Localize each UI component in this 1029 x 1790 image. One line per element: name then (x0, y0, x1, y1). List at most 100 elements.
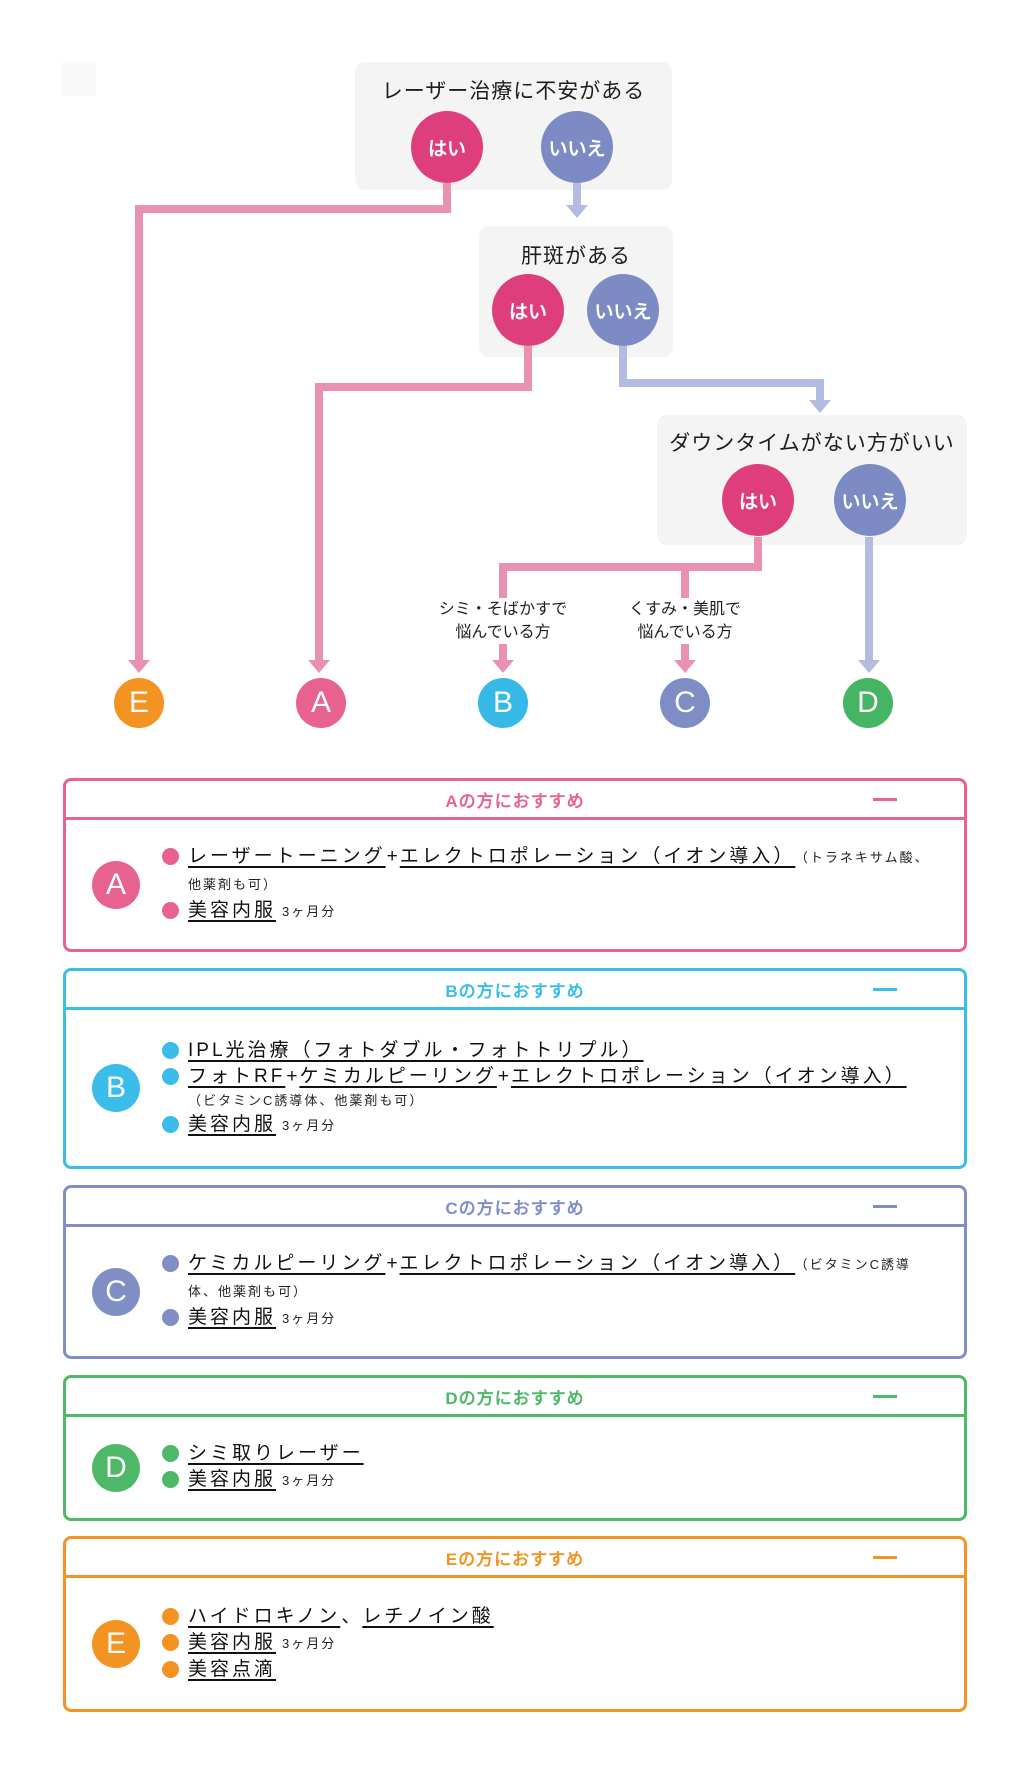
branch-label-line: シミ・そばかすで (418, 598, 588, 621)
note-text: 3ヶ月分 (282, 1117, 337, 1133)
recommendation-item: レーザートーニング+エレクトロポレーション（イオン導入）（トラネキサム酸、他薬剤… (162, 844, 940, 898)
recommendation-item: 美容内服 3ヶ月分 (162, 1630, 940, 1657)
recommendation-item: 美容点滴 (162, 1657, 940, 1683)
bullet-dot-icon (162, 1115, 179, 1133)
treatment-link[interactable]: IPL光治療（フォトダブル・フォトトリプル） (188, 1039, 644, 1061)
q1-no-button[interactable]: いいえ (541, 111, 613, 183)
minus-icon[interactable] (873, 1556, 897, 1559)
card-body: A レーザートーニング+エレクトロポレーション（イオン導入）（トラネキサム酸、他… (66, 820, 964, 949)
image-placeholder (62, 62, 96, 96)
q2-no-button[interactable]: いいえ (587, 274, 659, 346)
treatment-link[interactable]: フォトRF (188, 1065, 286, 1087)
note-text: 3ヶ月分 (282, 904, 337, 919)
treatment-link[interactable]: ケミカルピーリング (299, 1065, 497, 1087)
card-title: Eの方におすすめ (445, 1549, 585, 1569)
branch-label-line: 悩んでいる方 (418, 621, 588, 644)
question-box-no-downtime: ダウンタイムがない方がいい (657, 415, 967, 545)
arrow-head-to-q2 (566, 205, 588, 218)
recommendation-item: IPL光治療（フォトダブル・フォトトリプル） (162, 1038, 940, 1064)
card-title: Dの方におすすめ (445, 1388, 585, 1408)
bullet-dot-icon (162, 1634, 179, 1651)
recommendation-item: ケミカルピーリング+エレクトロポレーション（イオン導入）（ビタミンC誘導体、他薬… (162, 1251, 940, 1305)
question-title: レーザー治療に不安がある (381, 80, 646, 103)
recommendation-item: 美容内服 3ヶ月分 (162, 1112, 940, 1139)
separator-text: + (286, 1065, 299, 1087)
minus-icon[interactable] (873, 988, 897, 991)
treatment-link[interactable]: エレクトロポレーション（イオン導入） (399, 1253, 796, 1274)
treatment-link[interactable]: エレクトロポレーション（イオン導入） (510, 1065, 907, 1087)
card-letter-badge: B (92, 1064, 140, 1112)
card-header-toggle[interactable]: Cの方におすすめ (66, 1188, 964, 1227)
q1-yes-button[interactable]: はい (411, 111, 483, 183)
connector-q2-no-to-q3 (619, 346, 824, 401)
question-box-laser-anxiety: レーザー治療に不安がある (355, 62, 672, 190)
treatment-link[interactable]: 美容内服 (188, 1113, 277, 1135)
arrow-head-to-e (128, 660, 150, 673)
recommendation-list: IPL光治療（フォトダブル・フォトトリプル）フォトRF+ケミカルピーリング+エレ… (162, 1038, 940, 1139)
branch-label-dullness-beauty: くすみ・美肌で 悩んでいる方 (600, 598, 770, 644)
card-body: C ケミカルピーリング+エレクトロポレーション（イオン導入）（ビタミンC誘導体、… (66, 1227, 964, 1356)
bullet-dot-icon (162, 1661, 179, 1678)
result-d-badge[interactable]: D (843, 678, 893, 728)
treatment-link[interactable]: ケミカルピーリング (188, 1253, 386, 1274)
separator-text: + (386, 1253, 399, 1274)
card-header-toggle[interactable]: Dの方におすすめ (66, 1378, 964, 1417)
recommendation-item: シミ取りレーザー (162, 1441, 940, 1467)
treatment-link[interactable]: レーザートーニング (188, 846, 386, 867)
treatment-link[interactable]: エレクトロポレーション（イオン導入） (399, 846, 796, 867)
card-header-toggle[interactable]: Eの方におすすめ (66, 1539, 964, 1578)
result-a-badge[interactable]: A (296, 678, 346, 728)
card-header-toggle[interactable]: Aの方におすすめ (66, 781, 964, 820)
recommendation-card-b: Bの方におすすめ B IPL光治療（フォトダブル・フォトトリプル）フォトRF+ケ… (63, 968, 967, 1169)
result-b-badge[interactable]: B (478, 678, 528, 728)
treatment-link[interactable]: レチノイン酸 (362, 1606, 494, 1627)
treatment-link[interactable]: 美容内服 (188, 1307, 277, 1328)
bullet-dot-icon (162, 1471, 179, 1488)
treatment-link[interactable]: シミ取りレーザー (188, 1443, 364, 1464)
recommendation-list: レーザートーニング+エレクトロポレーション（イオン導入）（トラネキサム酸、他薬剤… (162, 844, 940, 925)
connector-q2-yes-to-a (315, 346, 532, 661)
recommendation-item: 美容内服 3ヶ月分 (162, 1467, 940, 1494)
separator-text: + (386, 846, 399, 867)
recommendation-item: 美容内服 3ヶ月分 (162, 898, 940, 925)
bullet-dot-icon (162, 1445, 179, 1462)
treatment-link[interactable]: 美容点滴 (188, 1659, 277, 1680)
bullet-dot-icon (162, 848, 179, 865)
minus-icon[interactable] (873, 798, 897, 801)
minus-icon[interactable] (873, 1395, 897, 1398)
separator-text: 、 (341, 1606, 362, 1627)
card-header-toggle[interactable]: Bの方におすすめ (66, 971, 964, 1010)
result-c-badge[interactable]: C (660, 678, 710, 728)
branch-label-line: くすみ・美肌で (600, 598, 770, 621)
bullet-dot-icon (162, 1041, 179, 1059)
q2-yes-button[interactable]: はい (492, 274, 564, 346)
recommendation-list: ハイドロキノン、レチノイン酸美容内服 3ヶ月分美容点滴 (162, 1604, 940, 1683)
card-letter-badge: E (92, 1619, 140, 1668)
recommendation-item: フォトRF+ケミカルピーリング+エレクトロポレーション（イオン導入）（ビタミンC… (162, 1064, 940, 1112)
note-text: （ビタミンC誘導体、他薬剤も可） (188, 1257, 912, 1299)
treatment-link[interactable]: 美容内服 (188, 1469, 277, 1490)
result-e-badge[interactable]: E (114, 678, 164, 728)
treatment-link[interactable]: 美容内服 (188, 900, 277, 921)
bullet-dot-icon (162, 1255, 179, 1272)
q3-yes-button[interactable]: はい (722, 464, 794, 536)
note-text: 3ヶ月分 (282, 1636, 337, 1651)
minus-icon[interactable] (873, 1205, 897, 1208)
treatment-link[interactable]: ハイドロキノン (188, 1606, 341, 1627)
note-text: 3ヶ月分 (282, 1473, 337, 1488)
arrow-head-to-q3 (809, 400, 831, 413)
recommendation-cards: Aの方におすすめ A レーザートーニング+エレクトロポレーション（イオン導入）（… (63, 778, 967, 1728)
arrow-head-to-a (308, 660, 330, 673)
arrow-head-to-b (492, 660, 514, 673)
q3-no-button[interactable]: いいえ (834, 464, 906, 536)
arrow-head-to-d (858, 660, 880, 673)
card-title: Aの方におすすめ (445, 791, 585, 811)
note-text: （ビタミンC誘導体、他薬剤も可） (188, 1092, 425, 1108)
separator-text: + (497, 1065, 510, 1087)
treatment-link[interactable]: 美容内服 (188, 1632, 277, 1653)
branch-label-line: 悩んでいる方 (600, 621, 770, 644)
branch-label-spots-freckles: シミ・そばかすで 悩んでいる方 (418, 598, 588, 644)
